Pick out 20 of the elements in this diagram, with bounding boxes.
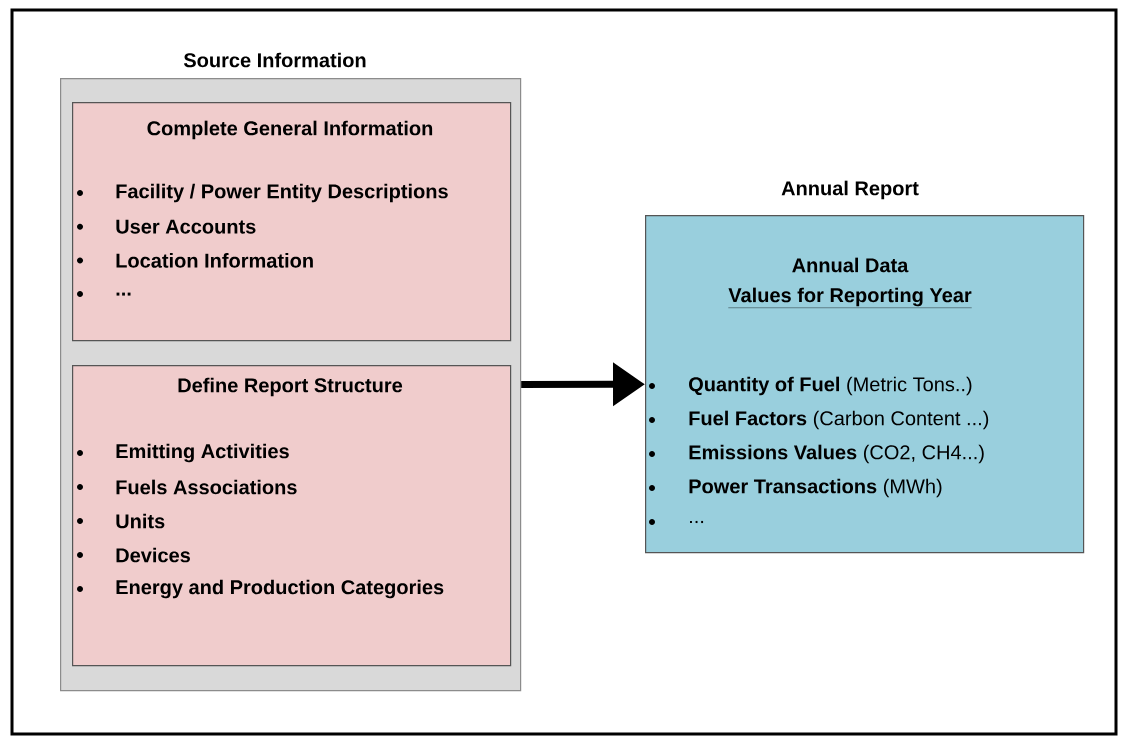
- list-item: Fuel Factors (Carbon Content ...): [689, 410, 989, 430]
- box-heading: Complete General Information: [147, 120, 433, 140]
- box-heading: Values for Reporting Year: [728, 287, 972, 308]
- list-item: Units: [116, 513, 165, 529]
- list-item: Emissions Values (CO2, CH4...): [689, 444, 984, 464]
- box-title: Annual Report: [781, 180, 919, 200]
- box-heading: Annual Data: [792, 257, 909, 273]
- list-item: Facility / Power Entity Descriptions: [116, 183, 448, 203]
- list-item: User Accounts: [116, 219, 256, 234]
- list-item: ...: [690, 520, 704, 524]
- box-title: Source Information: [183, 52, 366, 68]
- list-item: Quantity of Fuel (Metric Tons..): [689, 376, 972, 396]
- list-item: Fuels Associations: [116, 479, 297, 495]
- box-heading: Define Report Structure: [178, 377, 403, 397]
- list-item: Location Information: [116, 253, 313, 268]
- list-item: Devices: [116, 547, 190, 563]
- list-item: Emitting Activities: [116, 443, 289, 463]
- list-item: Power Transactions (MWh): [689, 478, 942, 498]
- list-item: ...: [116, 292, 131, 296]
- list-item: Energy and Production Categories: [116, 579, 444, 599]
